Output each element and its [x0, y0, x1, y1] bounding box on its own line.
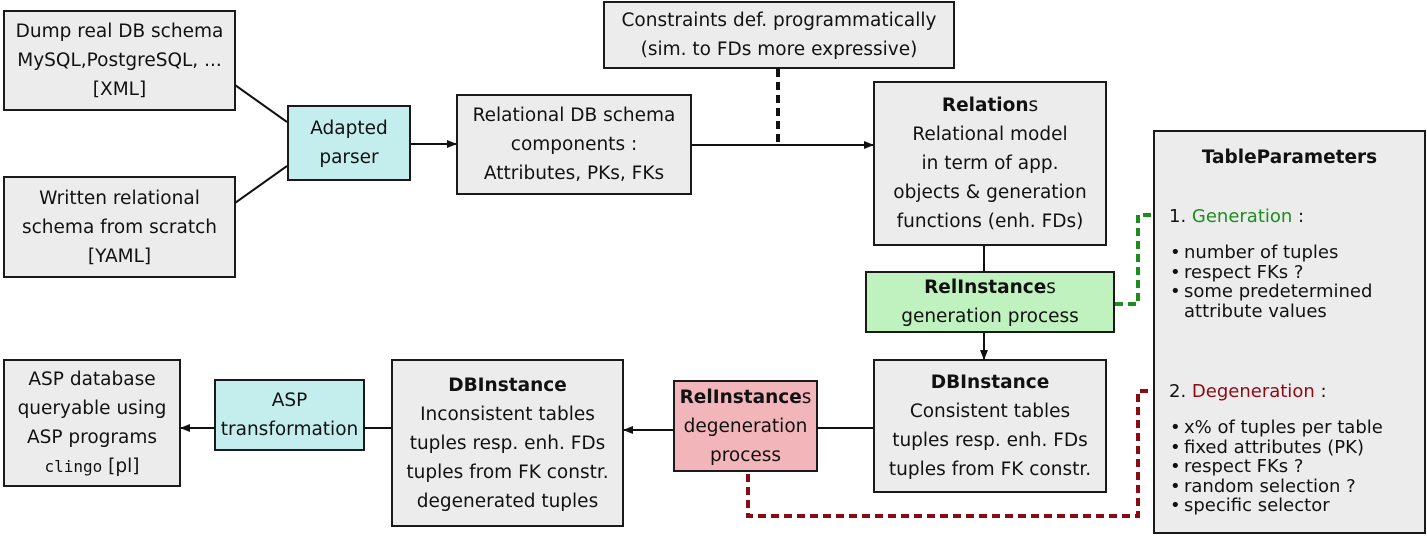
asp-database-line-1: ASP database — [28, 369, 156, 390]
written-schema-line-1: Written relational — [39, 187, 200, 209]
dbinstance-inconsistent-line-3: tuples from FK constr. — [406, 461, 609, 483]
degeneration-label: Degeneration — [1191, 381, 1315, 402]
dashed-generation-parameter-link — [1115, 213, 1160, 306]
list-item: fixed attributes (PK) — [1155, 436, 1383, 458]
degeneration-item-5: specific selector — [1184, 495, 1330, 516]
dbinstance-inconsistent-title: DBInstance — [448, 374, 567, 396]
dump-schema-line-2: MySQL,PostgreSQL, ... — [17, 50, 222, 71]
list-item: specific selector — [1155, 496, 1383, 516]
generation-heading: 1. Generation : — [1169, 206, 1304, 227]
asp-database-line-4: clingo [pl] — [45, 452, 140, 481]
generation-title-suffix: s — [1046, 277, 1056, 298]
relations-box: Relations Relational model in term of ap… — [873, 81, 1107, 246]
dump-schema-line-1: Dump real DB schema — [15, 21, 224, 42]
constraints-line-2: (sim. to FDs more expressive) — [640, 39, 918, 60]
dbinstance-inconsistent-line-1: Inconsistent tables — [420, 403, 595, 425]
list-item: x% of tuples per table — [1155, 418, 1383, 438]
connector-dump-to-parser — [234, 84, 288, 123]
degeneration-title-suffix: s — [801, 386, 812, 408]
adapted-parser-box: Adapted parser — [287, 105, 411, 181]
dbinstance-consistent-line-2: tuples resp. enh. FDs — [892, 430, 1088, 451]
generation-title: RelInstances — [924, 273, 1056, 302]
relations-title-bold: Relation — [941, 95, 1029, 116]
table-parameters-title: TableParameters — [1201, 147, 1378, 168]
dbinstance-consistent-line-1: Consistent tables — [909, 401, 1071, 422]
generation-list: number of tuples respect FKs ? some pred… — [1155, 243, 1372, 321]
degeneration-item-2: fixed attributes (PK) — [1184, 436, 1364, 458]
relations-title: Relations — [942, 91, 1038, 120]
dbinstance-inconsistent-line-2: tuples resp. enh. FDs — [409, 432, 606, 454]
schema-components-line-3: Attributes, PKs, FKs — [483, 163, 665, 184]
generation-item-1: number of tuples — [1184, 242, 1339, 263]
relations-line-4: functions (enh. FDs) — [896, 211, 1084, 232]
list-item: respect FKs ? — [1155, 261, 1372, 283]
dashed-degeneration-parameter-link — [746, 389, 1160, 518]
degeneration-item-1: x% of tuples per table — [1184, 417, 1383, 438]
table-parameters-panel: TableParameters 1. Generation : number o… — [1153, 130, 1426, 534]
written-schema-line-3: [YAML] — [87, 245, 152, 267]
generation-item-2: respect FKs ? — [1184, 261, 1304, 283]
schema-components-line-1: Relational DB schema — [472, 105, 676, 126]
degeneration-heading: 2. Degeneration : — [1169, 381, 1327, 402]
relations-line-1: Relational model — [912, 124, 1068, 145]
relations-line-3: objects & generation — [893, 182, 1087, 203]
degeneration-title-bold: RelInstance — [679, 386, 802, 408]
asp-transformation-line-2: transformation — [220, 419, 359, 440]
dbinstance-consistent-line-3: tuples from FK constr. — [888, 459, 1092, 480]
dbinstance-inconsistent-line-4: degenerated tuples — [416, 490, 599, 512]
degeneration-item-3: respect FKs ? — [1184, 456, 1304, 477]
asp-database-line-2: queryable using — [17, 398, 167, 419]
schema-components-box: Relational DB schema components : Attrib… — [456, 94, 692, 195]
adapted-parser-line-2: parser — [319, 147, 379, 168]
relations-line-2: in term of app. — [921, 153, 1059, 174]
dbinstance-consistent-box: DBInstance Consistent tables tuples resp… — [873, 359, 1107, 493]
generation-number: 1. — [1169, 206, 1192, 227]
dbinstance-consistent-title: DBInstance — [930, 372, 1050, 393]
degeneration-list: x% of tuples per table fixed attributes … — [1155, 418, 1383, 516]
asp-database-box: ASP database queryable using ASP program… — [3, 359, 181, 487]
degeneration-number: 2. — [1169, 381, 1192, 402]
degeneration-title: RelInstances — [680, 383, 812, 412]
list-item: random selection ? — [1155, 475, 1383, 497]
asp-database-suffix: [pl] — [102, 456, 140, 477]
constraints-line-1: Constraints def. programmatically — [621, 10, 937, 31]
degeneration-line-2: process — [709, 444, 782, 466]
written-schema-line-2: schema from scratch — [22, 216, 217, 238]
list-item: number of tuples — [1155, 243, 1372, 263]
asp-transformation-line-1: ASP — [271, 390, 308, 411]
dump-schema-box: Dump real DB schema MySQL,PostgreSQL, ..… — [3, 10, 236, 111]
adapted-parser-line-1: Adapted — [310, 118, 388, 139]
generation-line-1: generation process — [901, 306, 1079, 327]
list-item: respect FKs ? — [1155, 457, 1383, 477]
relinstances-generation-box: RelInstances generation process — [865, 271, 1115, 333]
degeneration-line-1: degeneration — [683, 415, 808, 437]
generation-colon: : — [1292, 206, 1305, 227]
clingo-label: clingo — [44, 457, 103, 476]
schema-components-line-2: components : — [510, 134, 638, 155]
connector-written-to-parser — [234, 165, 288, 204]
relinstances-degeneration-box: RelInstances degeneration process — [673, 380, 818, 472]
degeneration-item-4: random selection ? — [1184, 475, 1356, 497]
dbinstance-inconsistent-box: DBInstance Inconsistent tables tuples re… — [391, 359, 624, 527]
degeneration-colon: : — [1314, 381, 1327, 402]
generation-label: Generation — [1191, 206, 1293, 227]
constraints-box: Constraints def. programmatically (sim. … — [603, 1, 955, 69]
written-schema-box: Written relational schema from scratch [… — [3, 176, 236, 278]
relations-title-suffix: s — [1028, 95, 1039, 116]
generation-title-bold: RelInstance — [924, 277, 1047, 298]
generation-item-3-continuation: attribute values — [1184, 300, 1327, 322]
asp-transformation-box: ASP transformation — [214, 379, 365, 451]
dump-schema-line-3: [XML] — [92, 79, 147, 100]
asp-database-line-3: ASP programs — [26, 427, 158, 448]
generation-item-3: some predetermined — [1184, 281, 1373, 302]
